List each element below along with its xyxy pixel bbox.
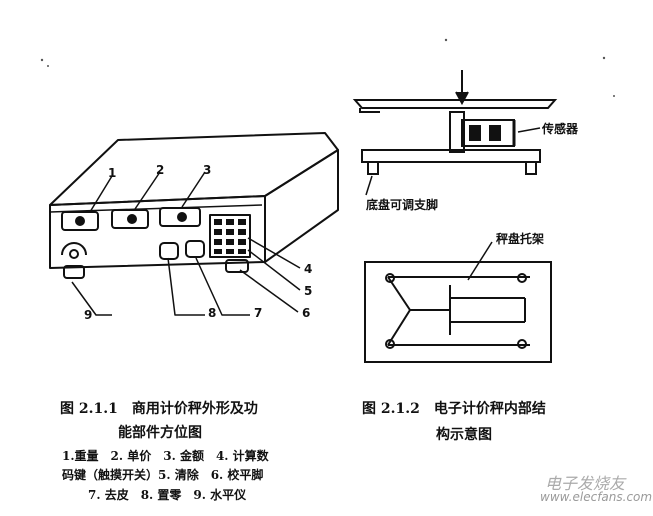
callout-2: 2 — [156, 163, 165, 177]
leveling-foot-left — [63, 265, 85, 279]
callout-3: 3 — [203, 163, 212, 177]
foot-right — [525, 161, 537, 175]
adjustable-feet-label: 底盘可调支脚 — [366, 198, 439, 212]
bubble-level — [61, 242, 87, 256]
scale-top-surface — [49, 132, 339, 206]
tare-button — [185, 240, 205, 258]
callout-9: 9 — [84, 308, 93, 322]
keypad — [209, 214, 251, 258]
plan-view-frame — [364, 261, 552, 363]
right-figure-caption-line2: 构示意图 — [436, 427, 492, 443]
leveling-foot-right — [225, 259, 249, 273]
right-figure-caption-line1: 图 2.1.2 电子计价秤内部结 — [362, 401, 546, 417]
callout-1: 1 — [108, 166, 117, 180]
left-figure-caption-line2: 能部件方位图 — [118, 425, 202, 441]
legend-line1: 1.重量 2. 单价 3. 金额 4. 计算数 — [62, 449, 269, 463]
pan-bracket-label: 秤盘托架 — [496, 232, 545, 246]
sensor-label: 传感器 — [542, 122, 579, 136]
legend-line3: 7. 去皮 8. 置零 9. 水平仪 — [88, 488, 247, 502]
unit-price-display — [111, 209, 149, 229]
callout-6: 6 — [302, 306, 311, 320]
left-figure-caption-line1: 图 2.1.1 商用计价秤外形及功 — [60, 401, 258, 417]
scale-interior-drawing — [352, 70, 558, 363]
zero-button — [159, 242, 179, 260]
callout-4: 4 — [304, 262, 313, 276]
amount-display — [159, 207, 201, 227]
watermark-logo-text: 电子发烧友 — [545, 474, 626, 493]
callout-7: 7 — [254, 306, 263, 320]
scale-right-side — [264, 149, 339, 263]
callout-5: 5 — [304, 284, 313, 298]
base-plate — [361, 149, 541, 163]
weighing-pan — [352, 99, 558, 109]
legend-line2: 码键（触摸开关）5. 清除 6. 校平脚 — [62, 468, 264, 482]
watermark-url: www.elecfans.com — [540, 490, 653, 504]
weight-display — [61, 211, 99, 231]
callout-8: 8 — [208, 306, 217, 320]
foot-left — [367, 161, 379, 175]
